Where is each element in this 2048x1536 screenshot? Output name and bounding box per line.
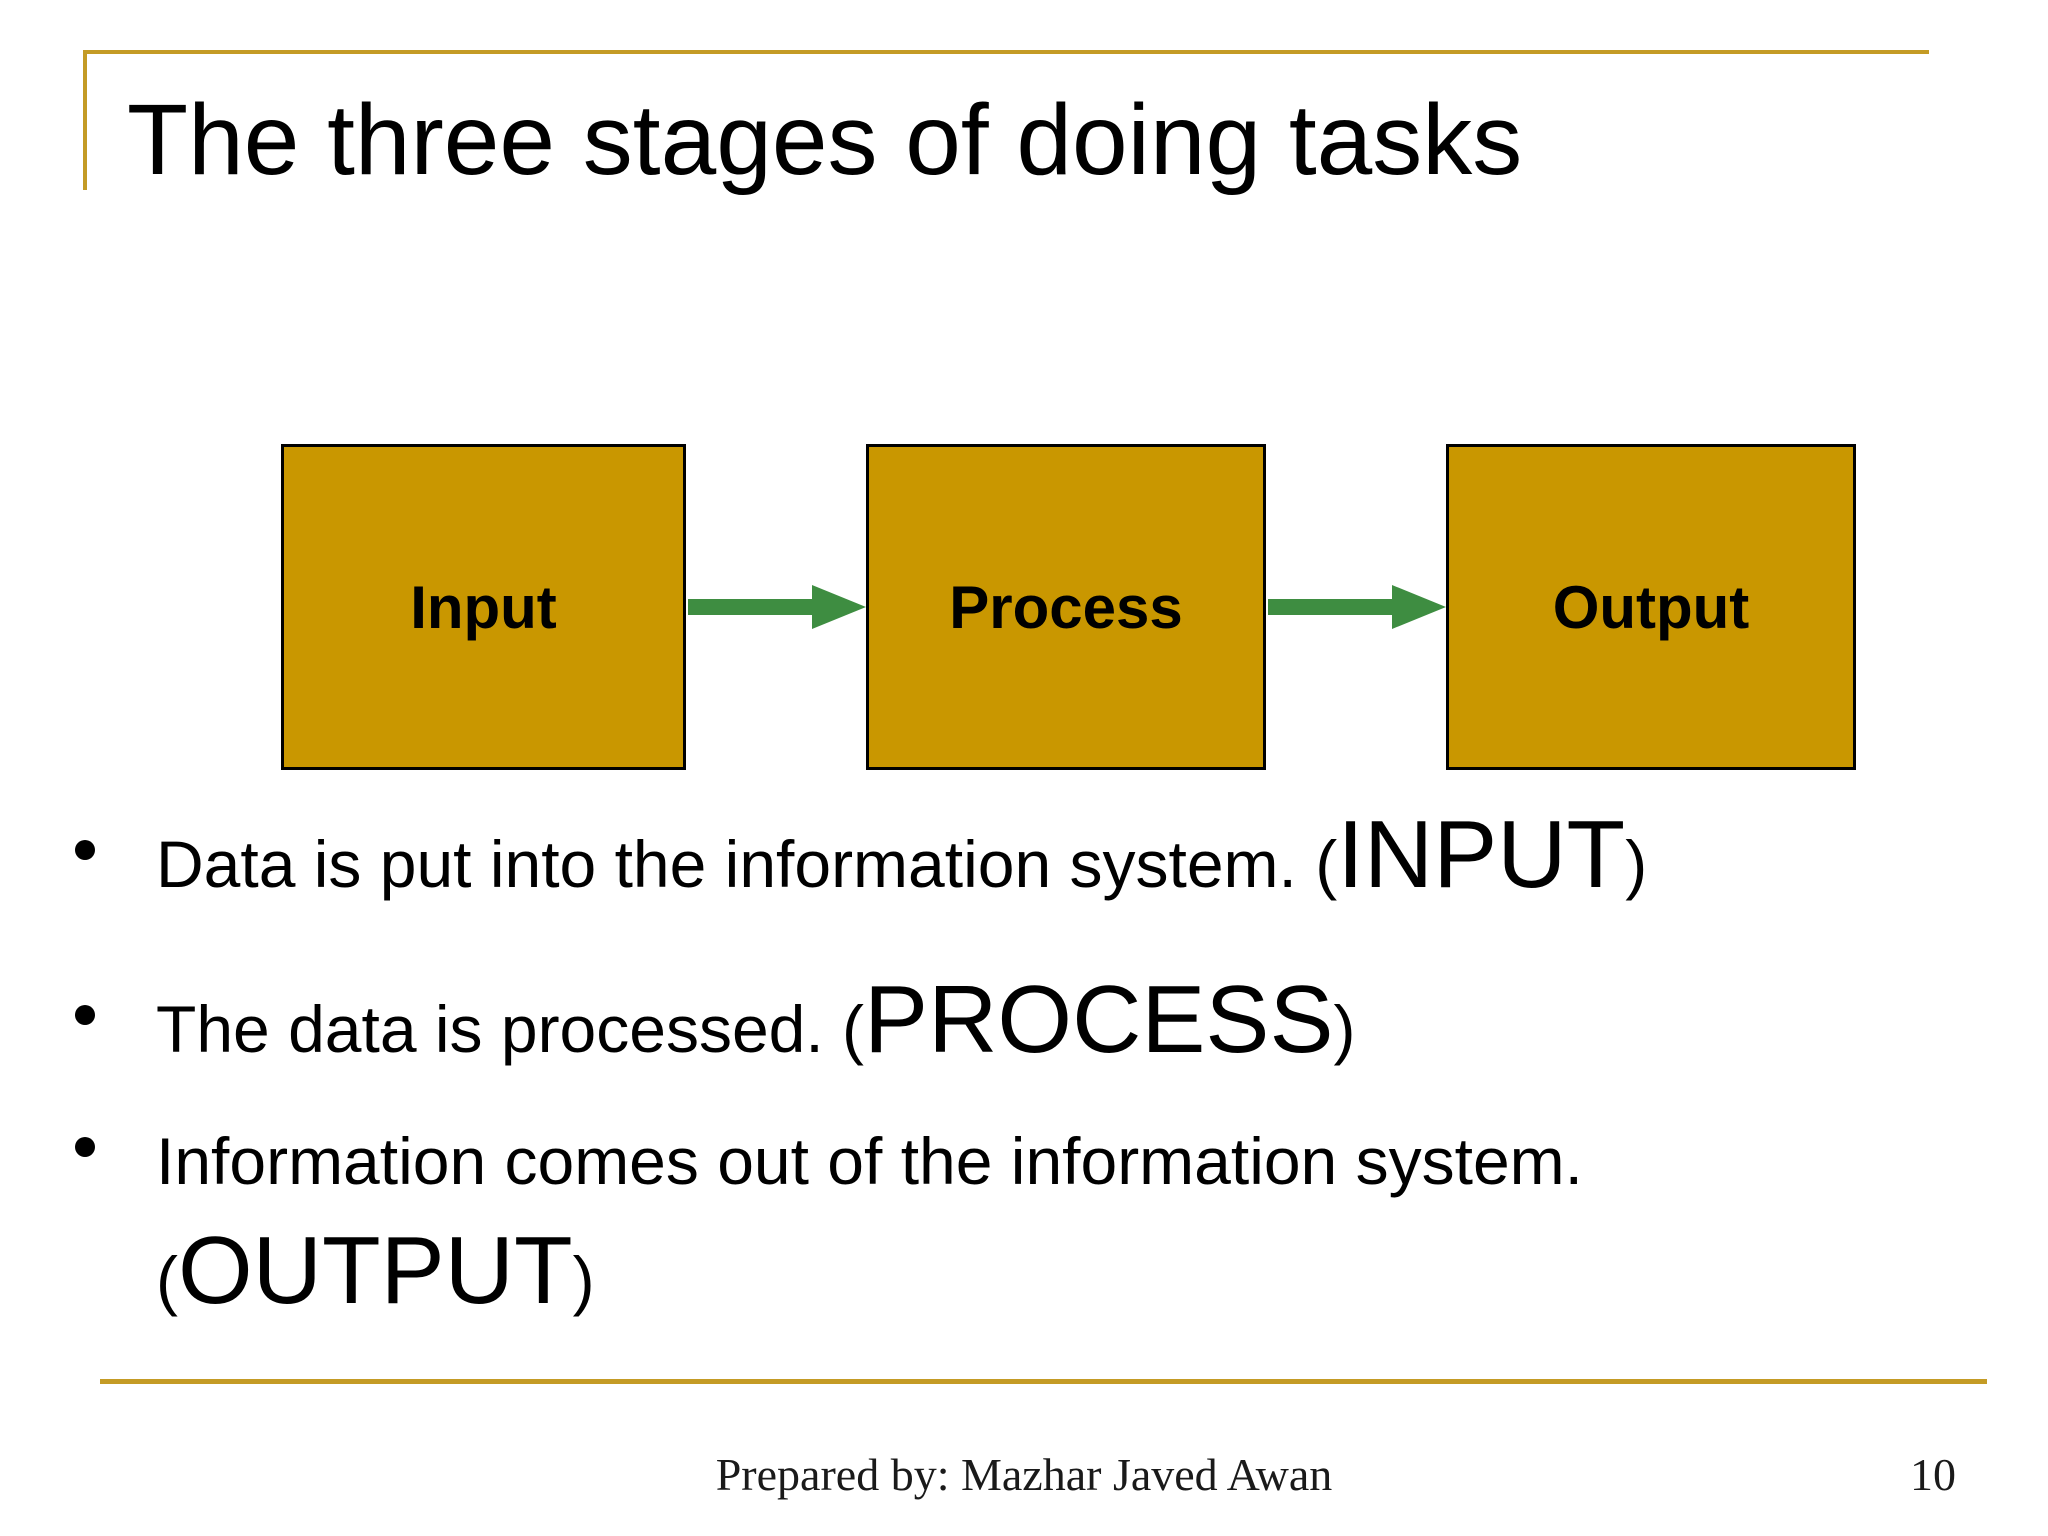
bullet-keyword-input: INPUT [1337,801,1626,908]
bullet-paren-open: ( [156,1243,178,1317]
page-number: 10 [1910,1449,1956,1500]
bullet-keyword-process: PROCESS [864,966,1334,1073]
box-label-process: Process [949,573,1183,641]
bullet-dot [75,1137,95,1157]
bullet-text: Information comes out of the information… [156,1124,1583,1198]
bullet-paren-open: ( [1315,827,1338,901]
bullet-paren-close: ) [572,1243,595,1317]
arrow-input-to-process-head-icon [812,585,866,629]
bullet-item-process: The data is processed. (PROCESS) [156,965,1916,1084]
diagram-box-process: Process [866,444,1266,770]
title-accent-line-top [83,50,1929,54]
box-label-output: Output [1552,573,1750,641]
footer-divider-line [100,1379,1987,1384]
bullet-keyword-output: OUTPUT [177,1217,573,1324]
title-accent-line-left [83,50,87,190]
box-label-input: Input [410,573,557,641]
arrow-process-to-output-shaft [1268,599,1394,615]
bullet-dot [75,840,95,860]
bullet-text: Data is put into the information system. [156,827,1316,901]
page-title: The three stages of doing tasks [127,84,1523,196]
bullet-text: The data is processed. [156,992,843,1066]
diagram-box-input: Input [281,444,686,770]
bullet-item-output: Information comes out of the information… [156,1106,1716,1335]
bullet-paren-open: ( [842,992,865,1066]
arrow-input-to-process-shaft [688,599,814,615]
arrow-process-to-output-head-icon [1392,585,1446,629]
diagram-box-output: Output [1446,444,1856,770]
bullet-paren-close: ) [1333,992,1356,1066]
bullet-dot [75,1005,95,1025]
bullet-paren-close: ) [1625,827,1648,901]
footer-prepared-by: Prepared by: Mazhar Javed Awan [715,1449,1333,1500]
bullet-item-input: Data is put into the information system.… [156,800,1916,919]
